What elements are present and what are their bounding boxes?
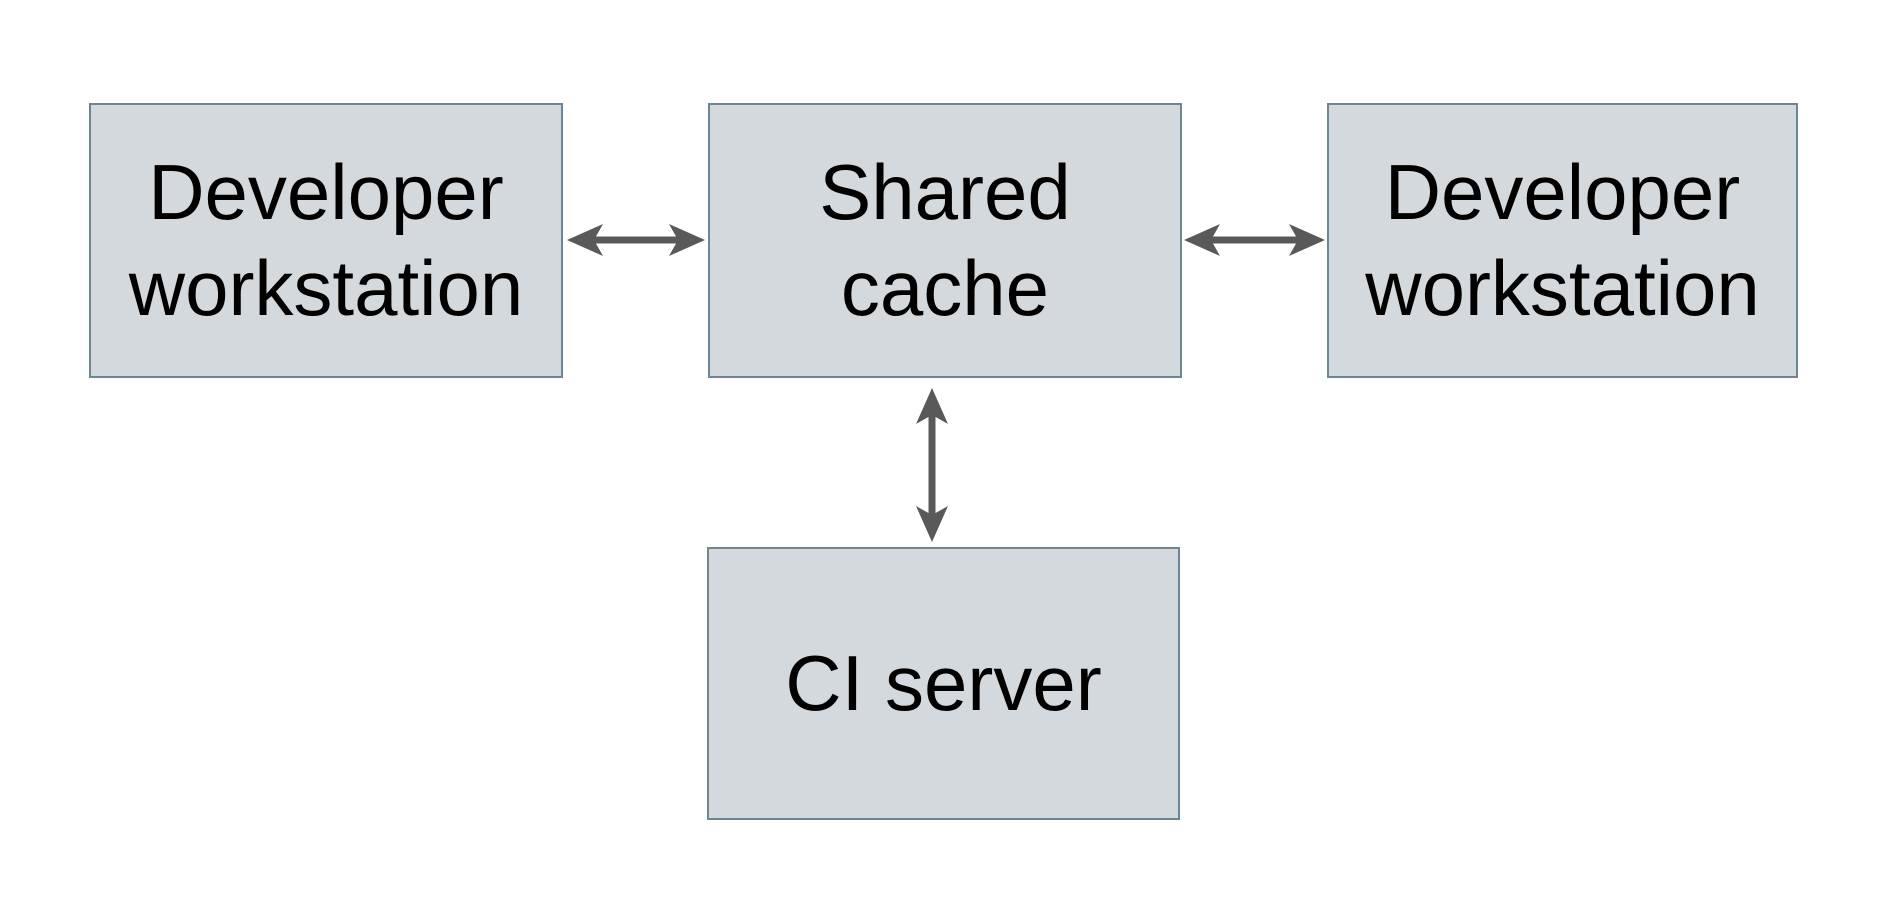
node-ci-server: CI server — [707, 547, 1180, 820]
node-developer-workstation-left: Developer workstation — [89, 103, 563, 378]
node-label: CI server — [785, 638, 1102, 727]
node-label: Shared cache — [819, 148, 1071, 332]
node-label: Developer workstation — [1365, 148, 1760, 332]
double-arrow-left-to-cache-icon — [567, 224, 705, 256]
node-shared-cache: Shared cache — [708, 103, 1182, 378]
double-arrow-cache-to-ci-icon — [916, 388, 948, 542]
double-arrow-cache-to-right-icon — [1184, 224, 1325, 256]
node-label: Developer workstation — [128, 148, 524, 332]
node-developer-workstation-right: Developer workstation — [1327, 103, 1798, 378]
